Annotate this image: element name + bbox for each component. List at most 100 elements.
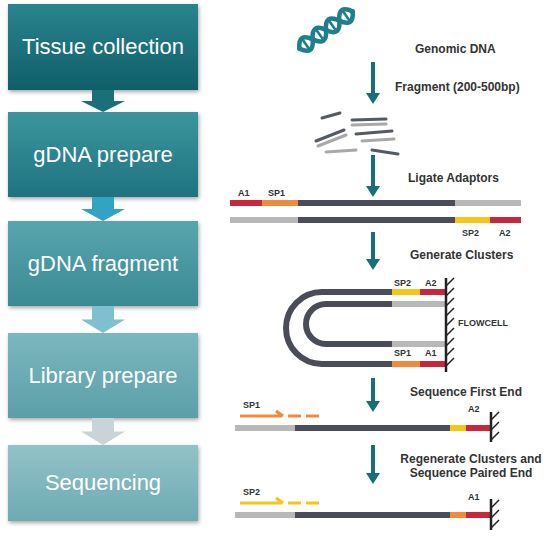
part-label: A1 — [468, 492, 480, 502]
read-primer — [240, 498, 319, 503]
fragment — [316, 130, 344, 141]
fragment — [372, 150, 398, 154]
step-caption: Fragment (200-500bp) — [395, 80, 520, 94]
step-caption: Ligate Adaptors — [408, 171, 499, 185]
step-label: Library prepare — [28, 363, 177, 389]
dna-strand — [295, 6, 356, 55]
fragment — [352, 124, 386, 125]
part-label: A1 — [425, 348, 437, 358]
wall-line — [490, 499, 493, 530]
arrow-shaft — [371, 62, 375, 94]
adaptor-sp1 — [392, 361, 420, 367]
adaptor-sp2 — [455, 217, 490, 223]
arrow-head — [366, 186, 380, 197]
adaptor-a2 — [466, 425, 490, 431]
step-label: gDNA fragment — [28, 251, 178, 277]
fragment — [326, 150, 356, 152]
strand — [235, 425, 295, 431]
adaptor-sp1 — [450, 512, 466, 518]
wall-hatch — [446, 278, 454, 366]
dna-rungs — [302, 11, 350, 50]
process-box: Sequencing — [8, 445, 198, 521]
wall-hatch — [491, 500, 499, 528]
step-label: Sequencing — [45, 470, 161, 496]
adaptor-sp2 — [450, 425, 466, 431]
step-label: Tissue collection — [22, 34, 184, 60]
arrow-head — [366, 473, 380, 484]
arrow-shaft — [371, 445, 375, 474]
insert-strand — [298, 200, 455, 206]
wall-line — [490, 412, 493, 442]
insert-strand — [295, 512, 450, 518]
arrow-head — [366, 93, 380, 104]
fragment — [356, 131, 392, 134]
adaptor-sp2 — [392, 289, 420, 295]
primer-dashes — [288, 502, 319, 505]
flowcell-wall — [491, 412, 499, 442]
adaptor-sp1 — [262, 200, 298, 206]
fragment — [362, 139, 394, 141]
step-caption: Sequence First End — [410, 385, 522, 399]
paired-end-strand — [235, 512, 490, 518]
strand — [392, 301, 445, 307]
dna-fragments — [316, 113, 398, 154]
step-label: gDNA prepare — [33, 142, 172, 168]
dna-strand — [295, 6, 356, 55]
cluster-bridge — [286, 292, 445, 364]
flowcell-wall — [491, 499, 499, 530]
part-label: SP2 — [462, 228, 479, 238]
step-caption: Genomic DNA — [415, 42, 496, 56]
read-primer — [240, 411, 319, 416]
adaptor-strands — [230, 203, 521, 220]
insert-strand — [298, 217, 455, 223]
first-end-strand — [235, 425, 490, 431]
bridge-outer — [286, 292, 392, 364]
process-box: Tissue collection — [8, 4, 198, 90]
part-label: SP2 — [243, 487, 260, 497]
fragment — [318, 135, 346, 146]
wall-hatch — [491, 412, 499, 440]
primer-arrow — [240, 411, 283, 416]
part-label: FLOWCELL — [458, 318, 508, 328]
process-box: gDNA prepare — [8, 112, 198, 197]
adaptor-a1 — [466, 512, 490, 518]
step-caption: Generate Clusters — [410, 248, 513, 262]
adaptor-strand — [230, 217, 298, 223]
part-label: A2 — [499, 228, 511, 238]
adaptor-a2 — [420, 289, 445, 295]
part-label: SP1 — [243, 400, 260, 410]
adaptor-a1 — [420, 361, 445, 367]
fragment — [322, 113, 340, 118]
arrow-shaft — [371, 232, 375, 260]
dna-icon — [295, 6, 356, 55]
adaptor-a2 — [490, 217, 521, 223]
part-label: SP1 — [268, 188, 285, 198]
flow-arrow — [81, 306, 125, 333]
arrow-shaft — [371, 378, 375, 402]
step-caption: Regenerate Clusters and Sequence Paired … — [392, 452, 550, 480]
process-box: gDNA fragment — [8, 221, 198, 306]
part-label: A2 — [425, 278, 437, 288]
flowcell-wall — [446, 278, 454, 372]
adaptor-strand — [455, 200, 521, 206]
flow-arrow — [81, 418, 125, 445]
part-label: SP2 — [394, 278, 411, 288]
part-label: A1 — [238, 188, 250, 198]
strand — [392, 341, 445, 347]
bridge-inner — [306, 304, 392, 344]
flow-arrow — [81, 197, 125, 221]
arrow-head — [366, 401, 380, 412]
process-box: Library prepare — [8, 333, 198, 418]
primer-dashes — [288, 415, 319, 418]
strand — [235, 512, 295, 518]
insert-strand — [295, 425, 450, 431]
arrow-shaft — [371, 155, 375, 187]
primer-arrow — [240, 498, 283, 503]
adaptor-a1 — [230, 200, 262, 206]
flow-arrow — [81, 90, 125, 112]
fragment — [352, 119, 386, 120]
arrow-head — [366, 259, 380, 270]
part-label: SP1 — [394, 348, 411, 358]
